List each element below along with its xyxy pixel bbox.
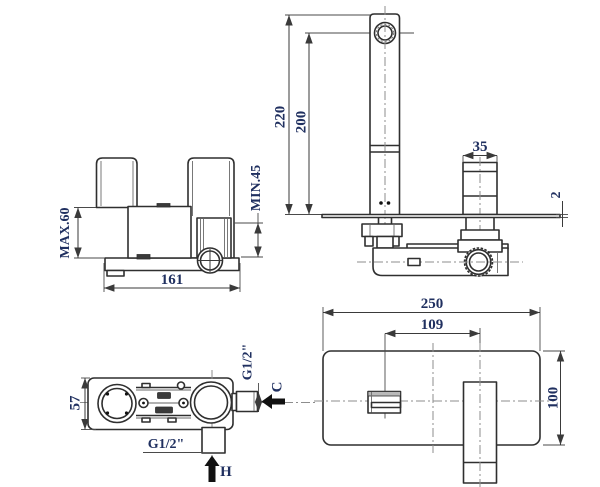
flange-screw-left [364,235,374,247]
valve-body-side [357,217,523,277]
dim-label-handle-diameter: 35 [473,139,488,155]
base-step [106,269,125,277]
hot-inlet-stub [201,426,226,454]
dim-label-min-depth: MIN.45 [249,165,264,211]
housing-bottom-tab [136,254,151,260]
body-marker [407,257,421,267]
marking-tag-bottom [155,406,173,414]
valve-flange-upper [460,229,500,241]
dim-spout-to-handle: 109 [385,317,481,343]
dim-label-overall-height: 220 [272,106,288,129]
cold-label: C [269,382,285,393]
hot-flow-arrow-icon [204,455,220,482]
hot-label: H [220,464,232,480]
bleed-screw [176,381,186,390]
spout-neck [376,235,394,249]
dim-plate-width: 250 [322,296,541,351]
dim-plate-thickness: 2 [549,192,568,227]
dim-label-plate-width: 250 [421,296,444,312]
view-front-plate: 250 109 100 [314,296,565,487]
dim-label-plate-height: 100 [545,387,561,410]
marking-tag-top [157,392,171,399]
cold-flow-arrow-icon [261,394,285,409]
dim-max-depth: MAX.60 [58,207,105,259]
dim-handle-diameter: 35 [462,139,498,162]
dim-overall-height: 220 [272,14,375,215]
housing-top-tab [156,203,171,208]
dim-plate-height: 100 [543,350,565,446]
dim-cold-thread: G1/2" [241,344,263,412]
spout-outlet-front [367,333,402,419]
dim-hot-thread: G1/2" [143,437,203,453]
dim-label-body-width: 161 [161,272,184,288]
spout-port-circle [97,383,137,424]
spout-flange [361,223,403,238]
dim-label-spout-height: 200 [293,111,309,134]
dim-label-hot-thread: G1/2" [148,437,185,452]
spout-pin-left [379,201,383,205]
handle-front [462,343,498,487]
left-cylinder [95,157,138,209]
valve-boss-circle [189,381,233,424]
valve-housing [127,205,192,259]
dim-label-max-depth: MAX.60 [58,208,73,259]
dim-body-depth: 57 [67,377,96,430]
dim-body-width: 161 [103,263,241,292]
dim-label-body-depth: 57 [67,395,83,411]
view-front-rough-in: MAX.60 MIN.45 161 [58,157,264,292]
dim-label-spout-to-handle: 109 [421,317,444,333]
dim-min-depth: MIN.45 [234,165,264,258]
view-top-rough-in: G1/2" C G1/2" H 57 [67,344,316,482]
wall-plate-front [322,350,541,446]
view-side-spout: 220 200 35 [272,6,568,277]
dim-label-plate-thickness: 2 [549,192,564,199]
wall-plate-edge [321,213,561,219]
spout-pin-right [386,201,391,205]
dim-spout-height: 200 [285,32,414,215]
dim-label-cold-thread: G1/2" [241,344,256,381]
